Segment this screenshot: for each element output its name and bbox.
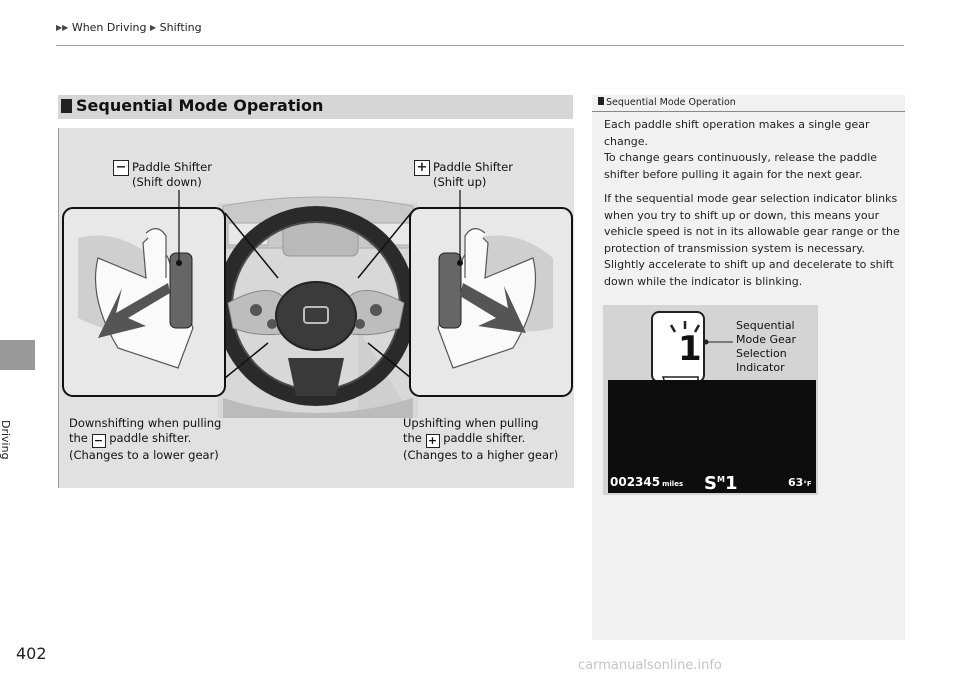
downshift-caption-pre: the: [69, 431, 88, 445]
mode-superscript: M: [716, 475, 725, 484]
odometer-unit: miles: [662, 480, 684, 488]
breadcrumb-arrow-icon: ▶▶: [56, 23, 69, 32]
plus-paddle-label-line2: (Shift up): [433, 175, 487, 189]
steering-wheel-illustration: [62, 190, 573, 418]
note-para1-text: Each paddle shift operation makes a sing…: [604, 118, 870, 148]
plus-symbol-inline: +: [425, 434, 440, 448]
section-title: Sequential Mode Operation: [76, 96, 324, 115]
indicator-label-line4: Indicator: [736, 361, 785, 374]
chapter-tab-label: Driving: [0, 420, 12, 460]
upshift-caption-line3: (Changes to a higher gear): [403, 448, 559, 462]
odometer-value: 002345: [610, 475, 661, 489]
indicator-label-line1: Sequential: [736, 319, 795, 332]
downshift-caption: Downshifting when pulling the − paddle s…: [69, 416, 221, 463]
indicator-label-line2: Mode Gear: [736, 333, 797, 346]
cluster-indicator-label: Sequential Mode Gear Selection Indicator: [736, 319, 796, 375]
mode-letter: S: [704, 473, 717, 494]
side-note-title: Sequential Mode Operation: [606, 97, 736, 108]
upshift-caption-line1: Upshifting when pulling: [403, 416, 539, 430]
page-number: 402: [16, 644, 47, 663]
gear-mode-readout: SM1: [704, 470, 737, 494]
temperature-value: 63: [788, 476, 804, 489]
temperature-readout: 63°F: [788, 476, 812, 489]
plus-paddle-label: Paddle Shifter (Shift up): [433, 160, 513, 190]
note-square-icon: [598, 97, 604, 105]
upshift-caption-line2: the + paddle shifter.: [403, 431, 558, 448]
plus-paddle-symbol: +: [414, 160, 430, 176]
note-para2-text: To change gears continuously, release th…: [604, 151, 878, 181]
breadcrumb: ▶▶ When Driving ▶ Shifting: [56, 21, 202, 34]
header-divider: [56, 45, 904, 46]
note-paragraph-1: Each paddle shift operation makes a sing…: [604, 117, 900, 183]
upshift-caption: Upshifting when pulling the + paddle shi…: [403, 416, 558, 463]
cluster-zoom-callout: [651, 311, 705, 383]
downshift-caption-line3: (Changes to a lower gear): [69, 448, 219, 462]
side-note-header: Sequential Mode Operation: [592, 95, 905, 112]
chapter-tab-marker: [0, 340, 35, 370]
breadcrumb-item-when-driving[interactable]: When Driving: [71, 21, 147, 34]
downshift-caption-line2: the − paddle shifter.: [69, 431, 221, 448]
minus-paddle-label-line2: (Shift down): [132, 175, 202, 189]
downshift-caption-post: paddle shifter.: [109, 431, 192, 445]
cluster-illustration: 1 Sequential Mode Gear Selection Indicat…: [603, 305, 818, 495]
downshift-caption-line1: Downshifting when pulling: [69, 416, 222, 430]
side-note-body: Each paddle shift operation makes a sing…: [604, 117, 900, 298]
minus-paddle-symbol: −: [113, 160, 129, 176]
minus-paddle-label-line1: Paddle Shifter: [132, 160, 212, 174]
temperature-unit: °F: [803, 480, 812, 488]
cluster-callout-gear: 1: [678, 329, 702, 369]
section-square-icon: [61, 99, 72, 113]
gear-number: 1: [724, 473, 738, 494]
section-heading: Sequential Mode Operation: [58, 95, 573, 119]
breadcrumb-item-shifting[interactable]: Shifting: [159, 21, 202, 34]
minus-paddle-label: Paddle Shifter (Shift down): [132, 160, 212, 190]
note-paragraph-3: If the sequential mode gear selection in…: [604, 192, 900, 288]
upshift-caption-pre: the: [403, 431, 422, 445]
plus-paddle-label-line1: Paddle Shifter: [433, 160, 513, 174]
upshift-caption-post: paddle shifter.: [443, 431, 526, 445]
watermark-text: carmanualsonline.info: [578, 658, 722, 673]
indicator-label-line3: Selection: [736, 347, 787, 360]
minus-symbol-inline: −: [91, 434, 106, 448]
breadcrumb-arrow-icon: ▶: [149, 23, 157, 32]
